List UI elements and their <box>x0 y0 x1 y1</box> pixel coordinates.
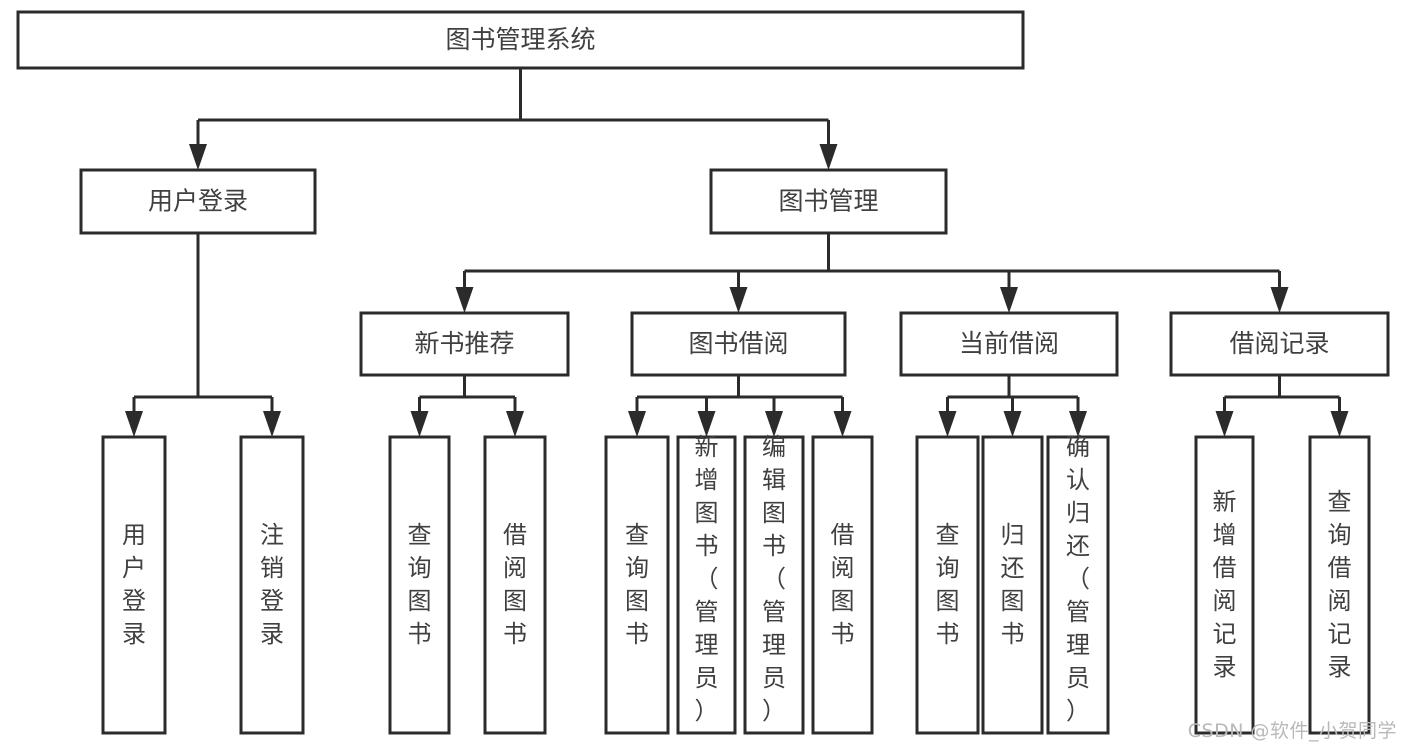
connector-arrow-icon <box>1003 411 1022 437</box>
leaf-user-login-1[interactable]: 注销登录 <box>239 435 305 735</box>
leaf-user-login-0-shape <box>101 435 167 735</box>
leaf-user-login-1-label: 注销登录 <box>260 521 284 648</box>
leaf-current-borrow-0-shape <box>915 435 980 735</box>
leaf-user-login-0[interactable]: 用户登录 <box>101 435 167 735</box>
node-current-borrow-label: 当前借阅 <box>959 329 1059 358</box>
node-book-management-shape <box>709 168 948 235</box>
node-book-borrow[interactable]: 图书借阅 <box>630 311 847 377</box>
leaf-book-borrow-0-label: 查询图书 <box>625 521 649 648</box>
connector-arrow-icon <box>697 411 716 437</box>
node-book-borrow-label: 图书借阅 <box>688 329 788 358</box>
node-current-borrow[interactable]: 当前借阅 <box>899 311 1119 377</box>
leaf-book-borrow-2[interactable]: 编辑图书（管理员） <box>743 433 805 735</box>
leaf-current-borrow-2[interactable]: 确认归还（管理员） <box>1046 433 1110 735</box>
leaf-new-book-recommend-1-shape <box>483 435 547 735</box>
node-new-book-recommend-label: 新书推荐 <box>414 329 514 358</box>
leaf-borrow-record-0[interactable]: 新增借阅记录 <box>1194 435 1255 735</box>
leaf-new-book-recommend-0-shape <box>388 435 451 735</box>
node-user-login-label: 用户登录 <box>148 187 248 216</box>
leaf-borrow-record-0-shape <box>1194 435 1255 735</box>
leaf-book-borrow-1[interactable]: 新增图书（管理员） <box>676 433 737 735</box>
node-new-book-recommend-shape <box>359 311 570 377</box>
leaf-book-borrow-2-shape <box>743 435 805 735</box>
connector-arrow-icon <box>455 287 474 313</box>
leaf-book-borrow-3-shape <box>811 435 874 735</box>
leaf-book-borrow-2-label: 编辑图书（管理员） <box>762 433 786 725</box>
leaf-borrow-record-1[interactable]: 查询借阅记录 <box>1308 435 1371 735</box>
leaf-current-borrow-2-shape <box>1046 435 1110 735</box>
connector-arrow-icon <box>410 411 429 437</box>
connector-arrow-icon <box>765 411 783 437</box>
connector-arrow-icon <box>1330 411 1349 437</box>
connector-arrow-icon <box>1270 287 1289 313</box>
node-borrow-record-label: 借阅记录 <box>1229 329 1329 358</box>
connector-arrow-icon <box>833 411 852 437</box>
connector-arrow-icon <box>506 411 524 437</box>
leaf-borrow-record-1-shape <box>1308 435 1371 735</box>
connector-arrow-icon <box>628 411 646 437</box>
leaf-book-borrow-1-shape <box>676 435 737 735</box>
watermark-label: CSDN @软件_小贺同学 <box>1187 720 1397 742</box>
leaf-book-borrow-0[interactable]: 查询图书 <box>604 435 670 735</box>
node-user-login[interactable]: 用户登录 <box>79 168 317 235</box>
node-user-login-shape <box>79 168 317 235</box>
node-root-shape <box>16 10 1025 70</box>
leaf-new-book-recommend-1[interactable]: 借阅图书 <box>483 435 547 735</box>
node-root[interactable]: 图书管理系统 <box>16 10 1025 70</box>
node-root-label: 图书管理系统 <box>445 25 595 54</box>
leaf-book-borrow-3-label: 借阅图书 <box>831 521 855 648</box>
leaf-new-book-recommend-1-label: 借阅图书 <box>503 521 527 648</box>
node-current-borrow-shape <box>899 311 1119 377</box>
leaf-borrow-record-0-label: 新增借阅记录 <box>1213 488 1237 681</box>
connector-arrow-icon <box>1000 287 1018 313</box>
leaf-user-login-0-label: 用户登录 <box>122 521 146 648</box>
connector-arrow-icon <box>263 411 281 437</box>
leaf-new-book-recommend-0-label: 查询图书 <box>408 521 432 648</box>
connector-arrow-icon <box>125 411 143 437</box>
leaf-book-borrow-1-label: 新增图书（管理员） <box>695 433 719 725</box>
connector-arrow-icon <box>729 287 748 313</box>
node-borrow-record-shape <box>1169 311 1390 377</box>
leaf-current-borrow-1-shape <box>981 435 1044 735</box>
leaf-book-borrow-0-shape <box>604 435 670 735</box>
leaf-new-book-recommend-0[interactable]: 查询图书 <box>388 435 451 735</box>
connector-arrow-icon <box>189 144 207 170</box>
connector-arrow-icon <box>938 411 957 437</box>
leaf-current-borrow-1[interactable]: 归还图书 <box>981 435 1044 735</box>
leaf-borrow-record-1-label: 查询借阅记录 <box>1328 488 1352 681</box>
leaf-current-borrow-0-label: 查询图书 <box>936 521 960 648</box>
node-new-book-recommend[interactable]: 新书推荐 <box>359 311 570 377</box>
node-book-borrow-shape <box>630 311 847 377</box>
leaf-current-borrow-0[interactable]: 查询图书 <box>915 435 980 735</box>
node-book-management-label: 图书管理 <box>778 187 878 216</box>
connector-arrow-icon <box>1069 411 1087 437</box>
connector-arrow-icon <box>1215 411 1234 437</box>
node-borrow-record[interactable]: 借阅记录 <box>1169 311 1390 377</box>
leaf-current-borrow-1-label: 归还图书 <box>1001 521 1025 648</box>
leaf-user-login-1-shape <box>239 435 305 735</box>
connector-arrow-icon <box>819 144 838 170</box>
node-book-management[interactable]: 图书管理 <box>709 168 948 235</box>
leaf-book-borrow-3[interactable]: 借阅图书 <box>811 435 874 735</box>
leaf-current-borrow-2-label: 确认归还（管理员） <box>1066 433 1090 725</box>
